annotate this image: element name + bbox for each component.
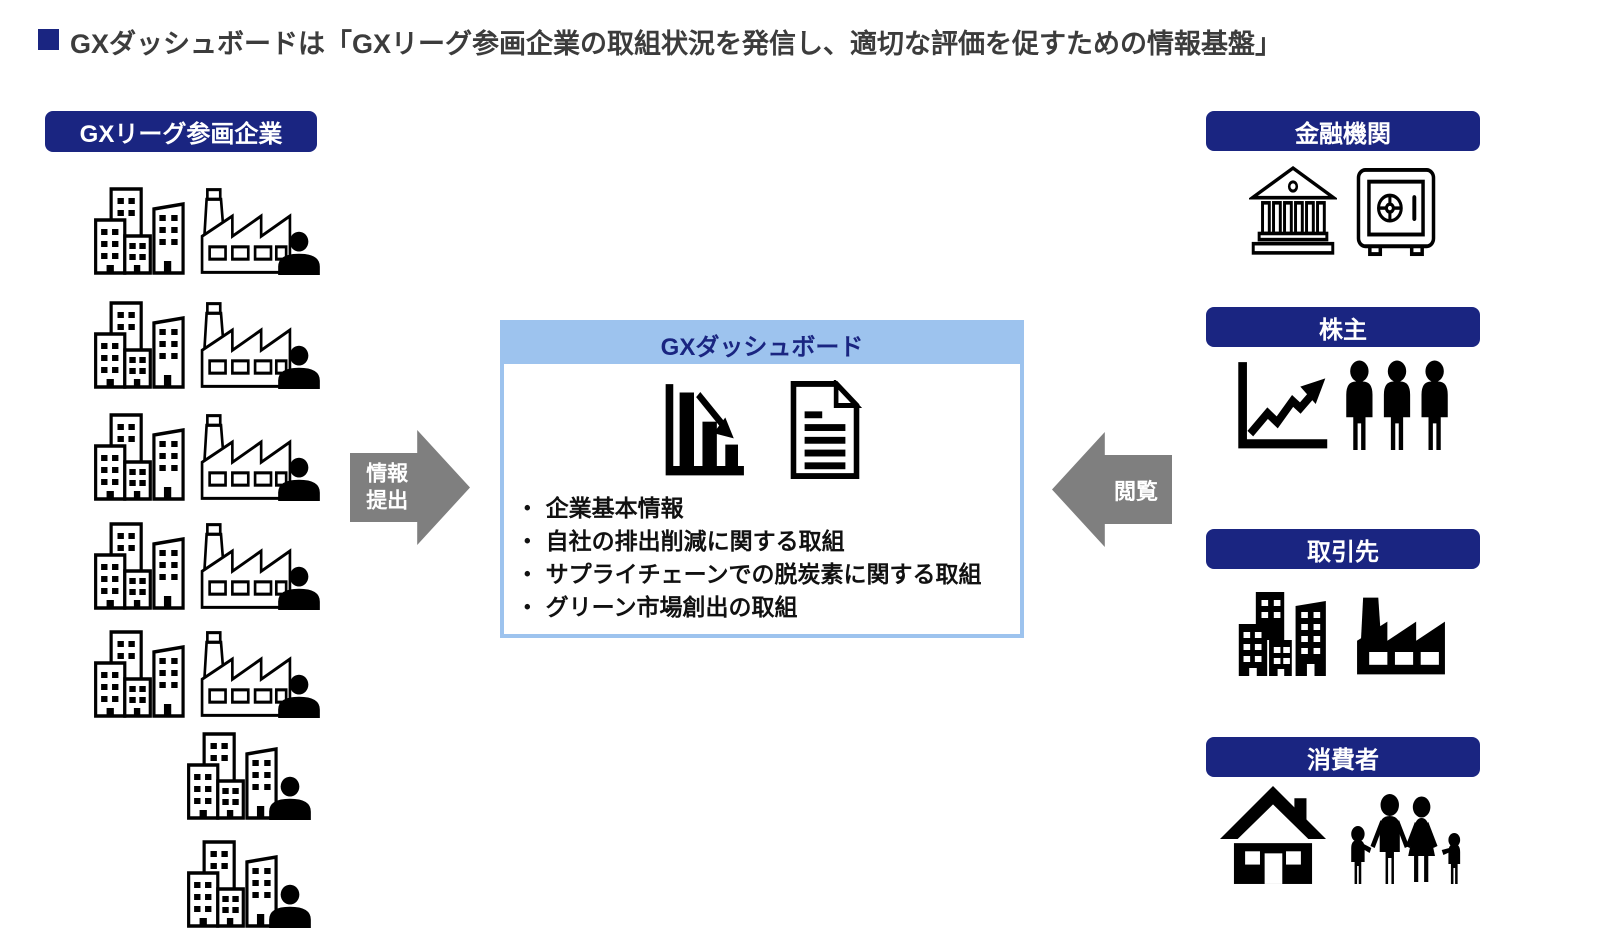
- document-icon: [787, 380, 863, 480]
- submit-arrow-label: 情報 提出: [352, 460, 422, 515]
- city-buildings-icon: [92, 626, 194, 718]
- company-row: [92, 297, 322, 389]
- dashboard-item: 企業基本情報: [524, 492, 1008, 525]
- company-row: [92, 518, 322, 610]
- view-arrow: 閲覧: [1052, 432, 1172, 547]
- company-row-small: [185, 836, 313, 928]
- submit-arrow-line2: 提出: [366, 489, 409, 513]
- person-icon: [276, 674, 322, 718]
- company-row: [92, 183, 322, 275]
- bank-icon: [1249, 164, 1337, 258]
- view-arrow-label: 閲覧: [1114, 478, 1159, 504]
- stock-chart-icon: [1233, 358, 1333, 452]
- business-partners-label: 取引先: [1206, 529, 1480, 569]
- person-icon: [267, 776, 313, 820]
- person-icon: [276, 566, 322, 610]
- person-icon: [276, 457, 322, 501]
- buildings-filled-icon: [1235, 584, 1341, 676]
- house-icon: [1220, 786, 1326, 886]
- dashboard-box: GXダッシュボード 企業基本情報 自社の排出削減に関する取組 サプライチェーンで…: [500, 320, 1024, 638]
- dashboard-item: グリーン市場創出の取組: [524, 591, 1008, 624]
- company-row: [92, 626, 322, 718]
- consumers-label: 消費者: [1206, 737, 1480, 777]
- submit-arrow: 情報 提出: [350, 430, 470, 545]
- company-row: [92, 409, 322, 501]
- city-buildings-icon: [92, 183, 194, 275]
- left-group-label: GXリーグ参画企業: [45, 111, 317, 152]
- safe-icon: [1355, 166, 1437, 258]
- dashboard-icons: [504, 380, 1020, 480]
- title-bullet-square: [38, 29, 59, 50]
- shareholders-icon: [1341, 358, 1453, 452]
- page-title-row: GXダッシュボードは「GXリーグ参画企業の取組状況を発信し、適切な評価を促すため…: [38, 22, 1282, 61]
- stakeholder-group-partners: 取引先: [1206, 529, 1480, 676]
- city-buildings-icon: [92, 518, 194, 610]
- factory-filled-icon: [1351, 596, 1451, 676]
- person-icon: [267, 884, 313, 928]
- declining-bar-chart-icon: [661, 380, 749, 480]
- dashboard-item: 自社の排出削減に関する取組: [524, 525, 1008, 558]
- stakeholder-group-shareholders: 株主: [1206, 307, 1480, 452]
- city-buildings-icon: [92, 409, 194, 501]
- stakeholder-group-financial: 金融機関: [1206, 111, 1480, 258]
- dashboard-item: サプライチェーンでの脱炭素に関する取組: [524, 558, 1008, 591]
- person-icon: [276, 231, 322, 275]
- city-buildings-icon: [92, 297, 194, 389]
- family-icon: [1342, 792, 1466, 886]
- submit-arrow-line1: 情報: [366, 462, 409, 486]
- company-row-small: [185, 728, 313, 820]
- shareholders-label: 株主: [1206, 307, 1480, 347]
- person-icon: [276, 345, 322, 389]
- page-title: GXダッシュボードは「GXリーグ参画企業の取組状況を発信し、適切な評価を促すため…: [70, 29, 1283, 59]
- dashboard-title: GXダッシュボード: [504, 324, 1020, 364]
- financial-institutions-label: 金融機関: [1206, 111, 1480, 151]
- dashboard-item-list: 企業基本情報 自社の排出削減に関する取組 サプライチェーンでの脱炭素に関する取組…: [504, 492, 1020, 624]
- stakeholder-group-consumers: 消費者: [1206, 737, 1480, 886]
